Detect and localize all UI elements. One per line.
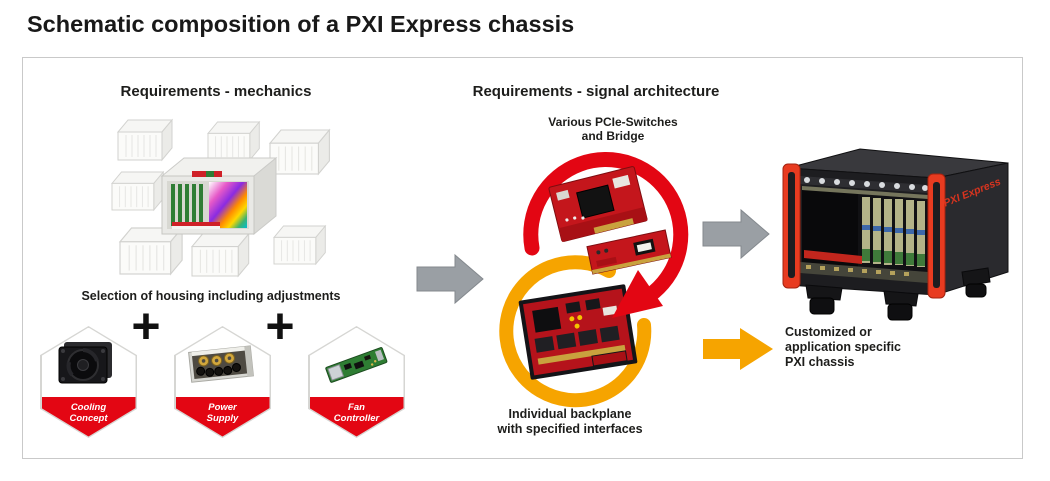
pxi-chassis-icon — [782, 148, 1009, 321]
badge-label: Power Supply — [206, 401, 239, 424]
chassis-housings-cluster-icon — [111, 119, 330, 277]
signal-header: Requirements - signal architecture — [472, 83, 720, 100]
chassis-feet-icon — [805, 267, 991, 321]
pcie-switch-card-icon — [548, 166, 648, 242]
fan-controller-icon — [325, 347, 388, 383]
plus-sign: + — [265, 298, 295, 354]
red-cycle-arrow-icon — [523, 152, 689, 300]
pcie-switches-label: Various PCIe-Switches and Bridge — [548, 115, 678, 144]
backplane-label: Individual backplane with specified inte… — [497, 407, 643, 436]
badge-label: Fan Controller — [333, 401, 380, 424]
outcome-label: Customized or application specific PXI c… — [785, 325, 902, 369]
badge-cooling-concept: Cooling Concept — [40, 326, 137, 438]
red-cycle-arrowhead-icon — [612, 270, 663, 318]
badge-power-supply: Power Supply — [174, 326, 271, 438]
housing-selection-label: Selection of housing including adjustmen… — [81, 289, 341, 303]
cooling-fan-icon — [58, 342, 112, 384]
mechanics-header: Requirements - mechanics — [120, 83, 312, 100]
chassis-handle-left-icon — [782, 163, 801, 289]
flow-arrow-yellow-outcome-icon — [703, 328, 773, 370]
flow-arrow-signal-to-chassis-icon — [702, 209, 770, 259]
power-supply-icon — [188, 345, 254, 383]
pcie-bridge-card-icon — [586, 229, 672, 275]
chassis-plugin-cards-icon — [862, 197, 925, 267]
selected-chassis-icon — [160, 156, 278, 236]
flow-arrow-mechanics-to-signal-icon — [416, 254, 484, 304]
chassis-handle-right-icon — [927, 173, 946, 299]
badge-fan-controller: Fan Controller — [308, 326, 405, 438]
backplane-board-icon — [518, 284, 638, 380]
page-title: Schematic composition of a PXI Express c… — [27, 11, 575, 37]
yellow-cycle-arrow-icon — [499, 255, 652, 408]
plus-sign: + — [131, 298, 161, 354]
badge-label: Cooling Concept — [69, 401, 108, 424]
